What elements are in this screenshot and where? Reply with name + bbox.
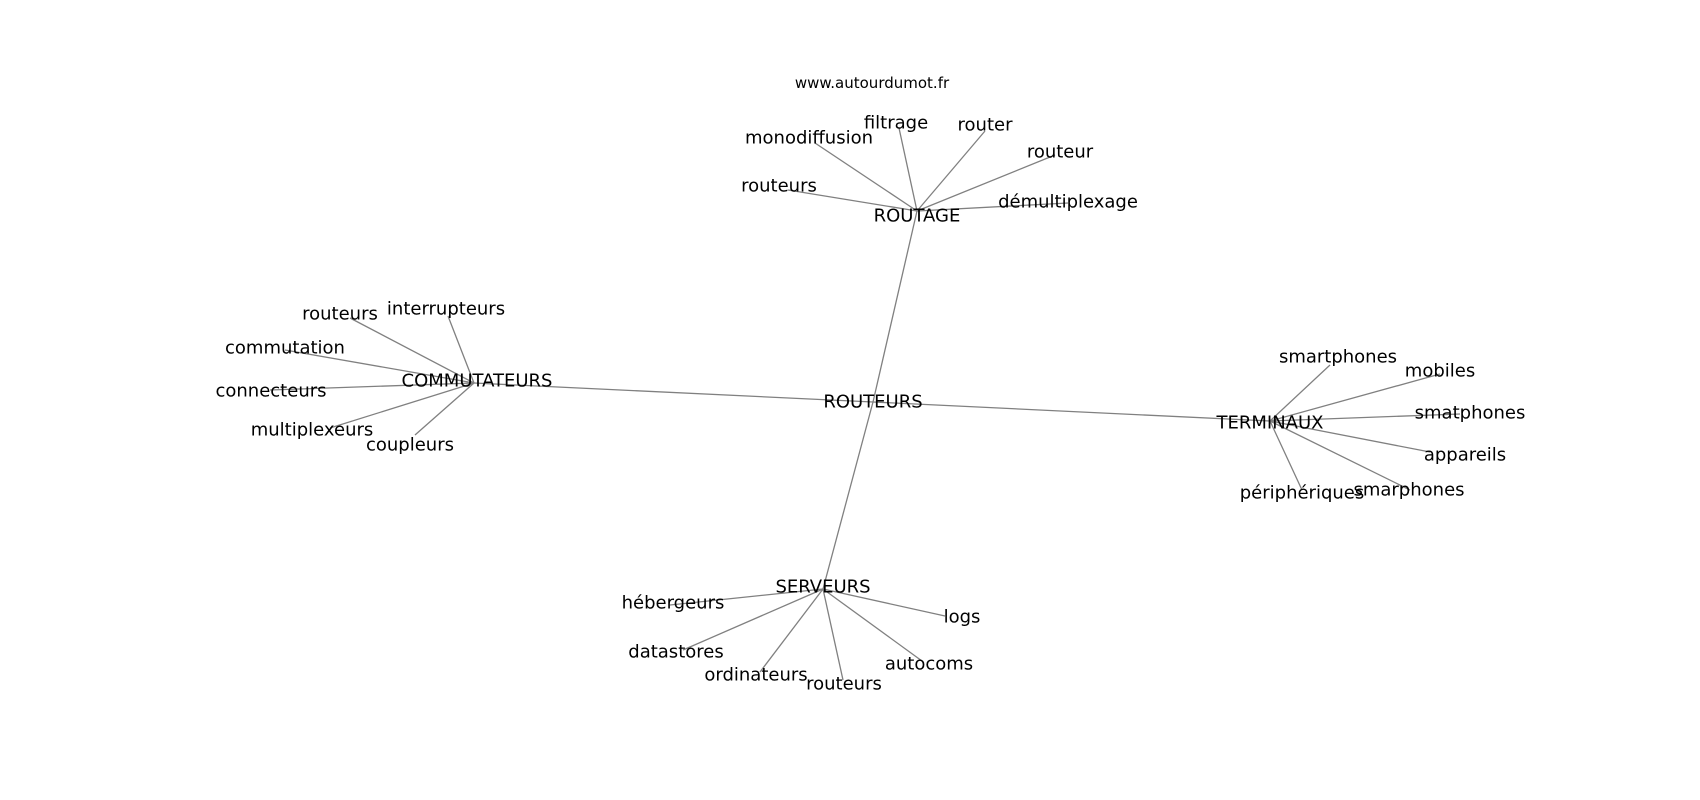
edge-commutateurs-3	[269, 382, 475, 391]
hub-node-label-commutateurs: COMMUTATEURS	[402, 371, 553, 392]
word-node-label: smartphones	[1279, 347, 1397, 368]
edge-commutateurs-1	[447, 315, 475, 384]
word-node-label: connecteurs	[215, 381, 326, 402]
edge-commutateurs-0	[349, 317, 475, 384]
word-node-label: router	[958, 115, 1014, 136]
edge-routage-4	[916, 154, 1056, 212]
word-node-label: smatphones	[1415, 403, 1526, 424]
hub-node-label-terminaux: TERMINAUX	[1216, 413, 1324, 434]
edge-serveurs-0	[669, 588, 824, 606]
word-node-label: routeurs	[806, 674, 882, 695]
edge-terminaux-0	[1269, 364, 1331, 422]
edge-commutateurs-5	[414, 382, 475, 436]
word-node-label: commutation	[225, 338, 345, 359]
word-node-label: démultiplexage	[998, 192, 1138, 213]
word-node-label: périphériques	[1240, 483, 1365, 504]
edge-serveurs-1	[822, 588, 946, 617]
edge-serveurs-3	[822, 588, 923, 662]
center-node-label: ROUTEURS	[823, 392, 922, 413]
edge-serveurs-5	[822, 588, 844, 681]
edge-serveurs-4	[759, 588, 824, 673]
edge-terminaux-5	[1269, 420, 1303, 491]
edge-commutateurs-2	[284, 349, 475, 384]
word-node-label: monodiffusion	[745, 128, 873, 149]
word-node-label: routeurs	[302, 304, 378, 325]
graph-labels: www.autourdumot.fr ROUTEURS ROUTAGE routeu…	[215, 74, 1525, 695]
hub-node-label-serveurs: SERVEURS	[775, 577, 870, 598]
edge-routage-0	[787, 189, 918, 212]
edge-commutateurs-4	[329, 382, 475, 429]
edge-center-commutateurs	[473, 382, 874, 403]
edge-routage-1	[814, 142, 918, 212]
edge-terminaux-2	[1269, 413, 1461, 422]
word-node-label: routeurs	[741, 176, 817, 197]
word-node-label: multiplexeurs	[251, 420, 374, 441]
edge-routage-5	[916, 202, 1069, 212]
word-node-label: datastores	[628, 642, 723, 663]
hub-node-label-routage: ROUTAGE	[874, 206, 961, 227]
word-node-label: ordinateurs	[704, 665, 807, 686]
word-node-label: interrupteurs	[387, 299, 505, 320]
edge-terminaux-1	[1269, 373, 1441, 422]
word-node-label: mobiles	[1405, 361, 1475, 382]
edge-routage-2	[898, 127, 918, 212]
edge-terminaux-4	[1269, 420, 1411, 491]
graph-edges	[269, 127, 1461, 681]
word-node-label: routeur	[1027, 142, 1094, 163]
source-label: www.autourdumot.fr	[795, 74, 950, 92]
word-node-label: autocoms	[885, 654, 973, 675]
word-node-label: coupleurs	[366, 435, 454, 456]
word-node-label: logs	[944, 607, 981, 628]
edge-center-terminaux	[872, 401, 1271, 422]
edge-terminaux-3	[1269, 420, 1431, 453]
word-node-label: filtrage	[864, 113, 928, 134]
edge-center-routage	[872, 210, 918, 403]
edge-center-serveurs	[822, 401, 874, 590]
edge-routage-3	[916, 130, 986, 212]
edge-serveurs-2	[682, 588, 824, 651]
word-node-label: hébergeurs	[622, 593, 725, 614]
word-node-label: appareils	[1424, 445, 1506, 466]
word-node-label: smarphones	[1353, 480, 1464, 501]
